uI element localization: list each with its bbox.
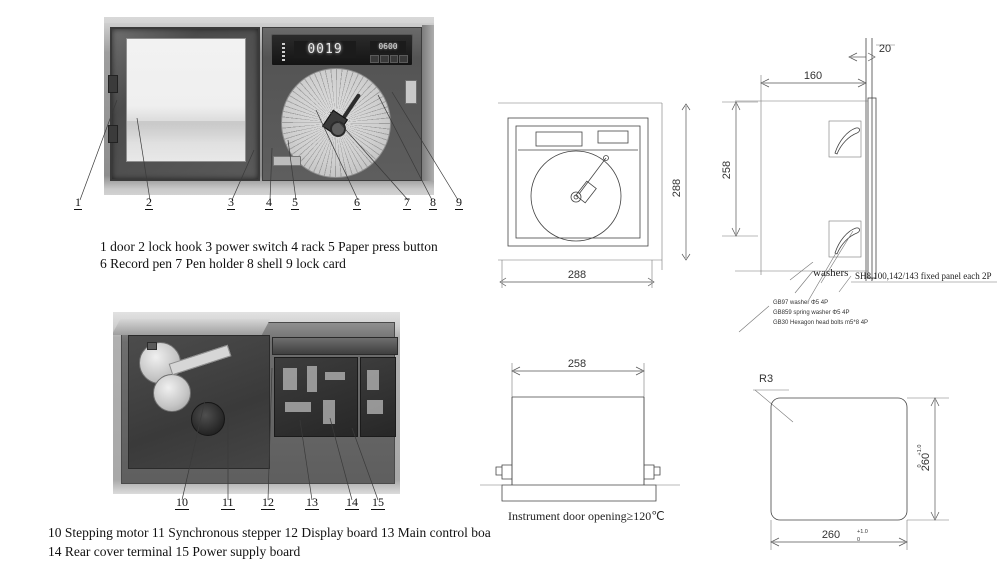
front-width-dim: 288 xyxy=(568,269,586,281)
door-hinge-lower xyxy=(108,125,118,143)
product-photo-front-open: 0019 0600 xyxy=(104,17,434,195)
note-spec-2: GB859 spring washer Φ5 4P xyxy=(773,310,850,316)
cutout-width-tol-upper: +1.0 xyxy=(857,529,868,535)
callout-4: 4 xyxy=(265,195,273,210)
keypad-row[interactable] xyxy=(370,55,408,63)
caption-top-line-2: 6 Record pen 7 Pen holder 8 shell 9 lock… xyxy=(100,256,346,271)
secondary-display-value: 0600 xyxy=(370,41,406,53)
front-height-dim: 288 xyxy=(671,179,683,197)
product-photo-internal xyxy=(113,312,400,494)
mechanism-plate xyxy=(128,335,270,469)
side-bezel-dim: 20 xyxy=(879,43,891,55)
callout-13: 13 xyxy=(305,495,319,510)
rear-cover-terminal-strip xyxy=(272,337,398,355)
drawing-panel-cutout: R3 260 +1.0 0 260 +1.0 0 xyxy=(735,350,1000,570)
callout-9: 9 xyxy=(455,195,463,210)
callout-11: 11 xyxy=(221,495,235,510)
callout-7: 7 xyxy=(403,195,411,210)
door-window xyxy=(126,38,246,162)
side-height-dim: 258 xyxy=(721,161,733,179)
caption-top-line-1: 1 door 2 lock hook 3 power switch 4 rack… xyxy=(100,239,438,254)
drive-belt xyxy=(168,344,232,376)
paper-press-button[interactable] xyxy=(273,156,301,166)
cutout-height-dim: 260 xyxy=(920,453,932,471)
internal-chassis xyxy=(113,319,398,484)
drawing-side-height-dim: 258 xyxy=(700,70,760,270)
note-spec-1: GB97 washer Φ5 4P xyxy=(773,300,828,306)
note-washers: washers xyxy=(813,267,848,279)
drawing-door-opening-view: 258 xyxy=(480,345,700,525)
callout-8: 8 xyxy=(429,195,437,210)
door-hinge-upper xyxy=(108,75,118,93)
chart-hub xyxy=(330,121,346,137)
display-board-bezel: 0019 0600 xyxy=(271,34,413,66)
door-opening-dim: 258 xyxy=(568,358,586,370)
callout-5: 5 xyxy=(291,195,299,210)
stepping-motor xyxy=(191,402,225,436)
side-depth-dim: 160 xyxy=(804,70,822,82)
drawing-front-view: 288 288 xyxy=(480,70,730,310)
hinged-lid xyxy=(113,319,271,335)
power-supply-board xyxy=(360,357,396,437)
callout-6: 6 xyxy=(353,195,361,210)
callout-1: 1 xyxy=(74,195,82,210)
callout-14: 14 xyxy=(345,495,359,510)
callout-2: 2 xyxy=(145,195,153,210)
callout-15: 15 xyxy=(371,495,385,510)
stepping-motor-wheel xyxy=(153,374,191,412)
note-spec-3: GB30 Hexagon head bolts m5*8 4P xyxy=(773,320,868,326)
note-fixed-panel: SH8,100,142/143 fixed panel each 2P xyxy=(855,271,991,281)
recorder-door xyxy=(108,27,260,181)
caption-bottom-line-1: 10 Stepping motor 11 Synchronous stepper… xyxy=(48,525,491,540)
status-led-bar xyxy=(280,41,289,61)
corner-radius-label: R3 xyxy=(759,373,773,385)
main-display-value: 0019 xyxy=(294,41,356,58)
outer-shell-side xyxy=(422,25,434,181)
drawing-side-view: 160 20 xyxy=(735,35,1000,300)
door-opening-note: Instrument door opening≥120℃ xyxy=(508,509,665,523)
cutout-height-tol-lower: 0 xyxy=(917,464,923,467)
callout-10: 10 xyxy=(175,495,189,510)
cutout-height-tol-upper: +1.0 xyxy=(917,445,923,456)
caption-bottom-line-2: 14 Rear cover terminal 15 Power supply b… xyxy=(48,544,301,559)
instrument-front-face: 0019 0600 xyxy=(262,27,422,181)
side-view-notes: washers SH8,100,142/143 fixed panel each… xyxy=(735,262,1000,342)
lock-card xyxy=(405,80,417,104)
cutout-width-dim: 260 xyxy=(822,529,840,541)
cutout-width-tol-lower: 0 xyxy=(857,537,860,543)
main-control-board xyxy=(274,357,358,437)
callout-3: 3 xyxy=(227,195,235,210)
mechanism-screw xyxy=(147,342,157,350)
callout-12: 12 xyxy=(261,495,275,510)
